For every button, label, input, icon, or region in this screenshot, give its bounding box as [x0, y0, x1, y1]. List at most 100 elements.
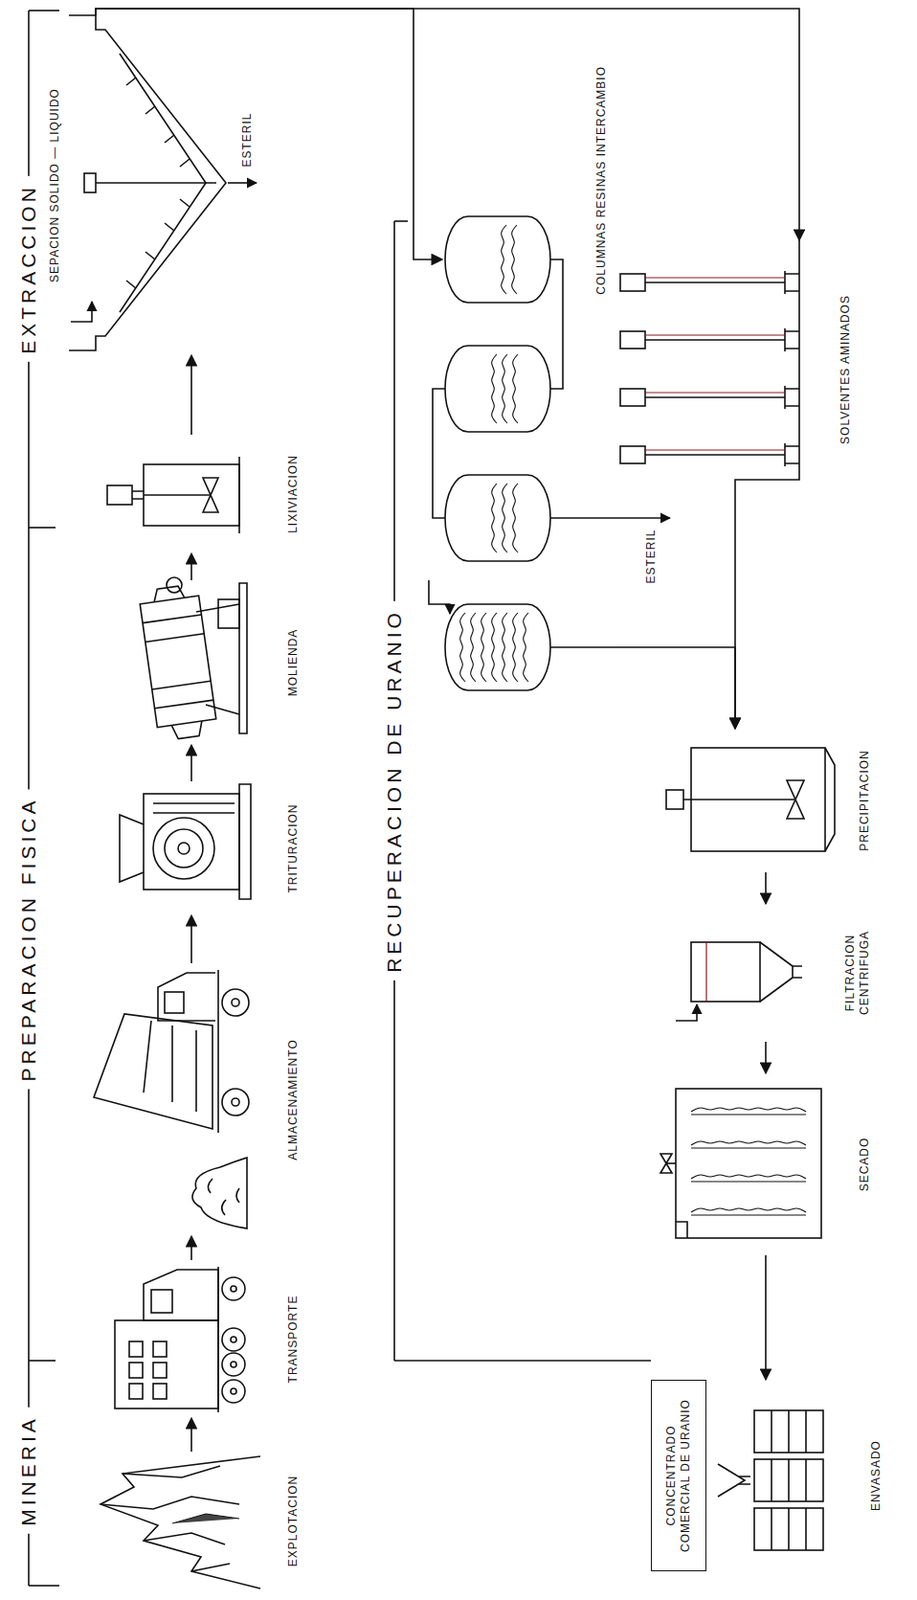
tailings-label: ESTERIL [644, 526, 658, 585]
leach-tank-illustration [107, 456, 240, 534]
mixer-settler-illustration [645, 443, 800, 467]
truck-illustration [230, 1336, 237, 1342]
ion-exchange-column [481, 612, 487, 682]
dump-truck-illustration [164, 991, 184, 1013]
dryer-tray [691, 1146, 806, 1148]
dump-truck-illustration [231, 998, 240, 1007]
separation-step: SEPACION SOLIDO — LIQUIDO [44, 15, 247, 356]
ion-exchange-column [445, 216, 551, 303]
ore-pile [192, 1157, 247, 1229]
ball-mill-illustration [218, 599, 240, 628]
mixer-settler-illustration [620, 240, 800, 499]
dump-truck-illustration [222, 988, 249, 1016]
centrifuge-illustration [675, 941, 803, 1021]
ion-exchange-column [501, 224, 507, 294]
funnel-illustration [717, 1463, 745, 1497]
ion-exchange-column [502, 354, 508, 424]
mountain-illustration [122, 1465, 221, 1477]
section-bracket [394, 221, 651, 1361]
centrifuge-illustration [675, 1004, 697, 1021]
section-heading: MINERIA [16, 1407, 41, 1534]
truck-illustration [153, 1341, 167, 1357]
ion-exchange-column [512, 224, 517, 294]
funnel-illustration [717, 1463, 751, 1497]
thickener-illustration [68, 15, 257, 351]
ball-mill-illustration [239, 582, 247, 734]
section-bracket [28, 1359, 56, 1362]
drum-illustration [771, 1507, 806, 1550]
ion-exchange-column [523, 612, 529, 682]
section-bracket [28, 1584, 60, 1587]
flow-arrow [95, 8, 800, 241]
tailings-label: ESTERIL [240, 110, 254, 169]
ion-exchange-column [502, 612, 508, 682]
drum-illustration [754, 1409, 824, 1453]
column-pipes [550, 259, 563, 389]
thickener-illustration [70, 301, 92, 322]
thickener-illustration [119, 53, 206, 313]
section-heading: EXTRACCION [16, 176, 41, 362]
flow-arrow [190, 1235, 193, 1260]
process-illustration [28, 10, 835, 1588]
funnel-illustration [738, 1476, 751, 1484]
mixer-settler-illustration [645, 328, 800, 352]
dryer-tray [691, 1107, 806, 1112]
truck-illustration [129, 1362, 143, 1378]
ball-mill-illustration [142, 614, 214, 709]
column-pipes [550, 516, 671, 519]
section-bracket [394, 1359, 651, 1362]
storage-step: ALMACENAMIENTO [86, 962, 305, 1236]
thickener-illustration [84, 173, 96, 193]
section-heading: RECUPERACION DE URANIO [381, 601, 406, 981]
section-heading: PREPARACION FISICA [16, 789, 41, 1090]
leach-tank-illustration [143, 464, 240, 526]
ore-pile [207, 1178, 240, 1215]
step-label: PRECIPITACION [857, 749, 873, 850]
packing-step: ENVASADO [713, 1379, 888, 1571]
dryer-tray [691, 1213, 806, 1215]
dump-truck-illustration [157, 972, 216, 1021]
flow-arrow [764, 1041, 767, 1074]
thickener-illustration [126, 77, 190, 167]
drum-illustration [754, 1409, 824, 1550]
product-box: CONCENTRADO COMERCIAL DE URANIO [650, 1379, 707, 1571]
dump-truck-illustration [217, 969, 220, 1133]
thickener-illustration [68, 15, 226, 351]
ion-exchange-column [460, 612, 466, 682]
flow-arrow [95, 8, 443, 260]
thickener-illustration [95, 181, 217, 184]
truck-illustration [230, 1387, 237, 1394]
crusher-illustration [119, 814, 144, 882]
amine-solvents: SOLVENTES AMINADOS [612, 240, 857, 499]
mixer-settler-illustration [645, 385, 800, 409]
column-pipes [432, 388, 446, 518]
dump-truck-illustration [93, 969, 249, 1133]
mixer-settler-illustration [645, 270, 800, 294]
mountain-illustration [172, 1513, 240, 1523]
truck-illustration [151, 1289, 173, 1313]
truck-illustration [230, 1285, 237, 1292]
mixer-settler-illustration [735, 240, 800, 499]
ion-exchange-column [513, 612, 518, 682]
truck-illustration [222, 1327, 246, 1351]
truck-illustration [222, 1379, 246, 1403]
step-label: CONCENTRADO COMERCIAL DE URANIO [664, 1387, 694, 1563]
ion-exchange-column [470, 612, 476, 682]
ion-exchange-column [445, 345, 551, 432]
ion-exchange-column [492, 354, 497, 424]
resin-columns: COLUMNAS RESINAS INTERCAMBIO [442, 56, 613, 739]
section-bracket [28, 526, 56, 529]
step-label: MOLIENDA [286, 628, 301, 697]
thickener-illustration [126, 199, 190, 289]
truck-illustration [222, 1276, 246, 1300]
leach-tank-illustration [143, 493, 211, 496]
flow-arrow [190, 744, 193, 782]
ion-exchange-column [445, 603, 551, 691]
dump-truck-illustration [143, 1020, 197, 1112]
dryer-illustration [675, 1221, 688, 1238]
crusher-illustration [153, 817, 215, 879]
flow-arrow [190, 355, 193, 435]
ion-exchange-column [445, 474, 551, 561]
